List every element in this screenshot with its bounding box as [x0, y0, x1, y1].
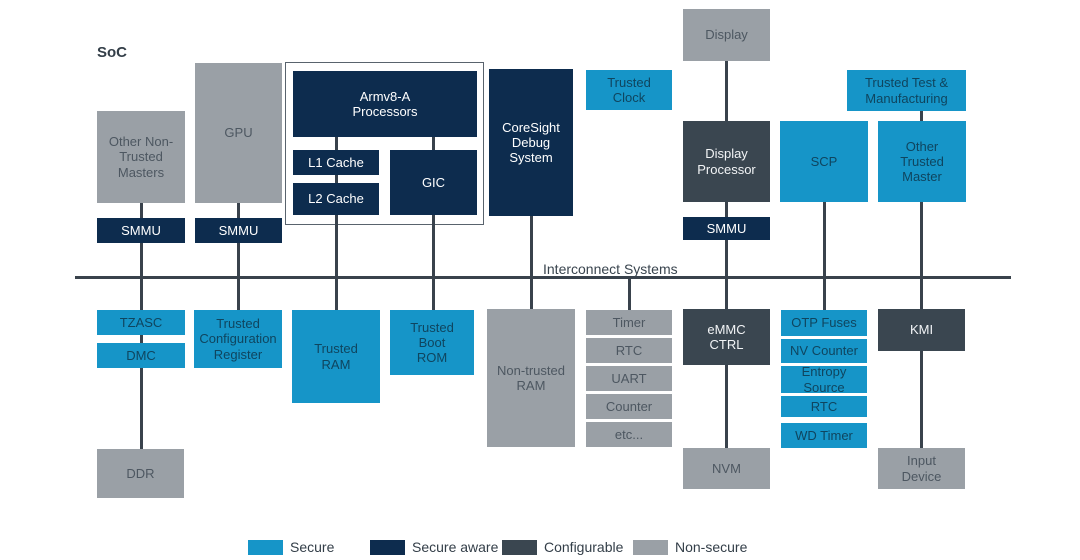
legend-label-non-secure: Non-secure — [675, 539, 748, 555]
connector-line — [920, 202, 923, 309]
node-display: Display — [683, 9, 770, 61]
node-l2-cache: L2 Cache — [293, 183, 379, 215]
node-rtc-peripheral: RTC — [586, 338, 672, 363]
connector-line — [335, 137, 338, 150]
node-trusted-test-manufacturing: Trusted Test & Manufacturing — [847, 70, 966, 111]
connector-line — [335, 215, 338, 310]
connector-line — [823, 202, 826, 310]
node-rtc-secure: RTC — [781, 396, 867, 417]
node-gic: GIC — [390, 150, 477, 215]
node-timer: Timer — [586, 310, 672, 335]
node-armv8-processors: Armv8-A Processors — [293, 71, 477, 137]
connector-line — [725, 240, 728, 309]
node-tzasc: TZASC — [97, 310, 185, 335]
node-coresight-debug-system: CoreSight Debug System — [489, 69, 573, 216]
node-smmu-gpu: SMMU — [195, 218, 282, 243]
connector-line — [725, 365, 728, 448]
node-other-non-trusted-masters: Other Non-Trusted Masters — [97, 111, 185, 203]
connector-line — [432, 137, 435, 150]
node-trusted-ram: Trusted RAM — [292, 310, 380, 403]
node-l1-cache: L1 Cache — [293, 150, 379, 175]
legend-swatch-non-secure — [633, 540, 668, 555]
connector-line — [140, 368, 143, 449]
node-gpu: GPU — [195, 63, 282, 203]
connector-line — [725, 61, 728, 121]
node-kmi: KMI — [878, 309, 965, 351]
connector-line — [237, 203, 240, 218]
node-entropy-source: Entropy Source — [781, 364, 867, 395]
node-other-trusted-master: Other Trusted Master — [878, 121, 966, 202]
node-scp: SCP — [780, 121, 868, 202]
node-trusted-configuration-register: Trusted Configuration Register — [194, 310, 282, 368]
interconnect-label: Interconnect Systems — [543, 261, 678, 277]
connector-line — [432, 215, 435, 310]
legend-swatch-secure — [248, 540, 283, 555]
node-dmc: DMC — [97, 343, 185, 368]
legend-swatch-configurable — [502, 540, 537, 555]
node-input-device: Input Device — [878, 448, 965, 489]
legend-label-secure: Secure — [290, 539, 335, 555]
node-nv-counter: NV Counter — [781, 339, 867, 363]
node-nvm: NVM — [683, 448, 770, 489]
node-emmc-ctrl: eMMC CTRL — [683, 309, 770, 365]
node-wd-timer: WD Timer — [781, 423, 867, 448]
node-ddr: DDR — [97, 449, 184, 498]
node-smmu-masters: SMMU — [97, 218, 185, 243]
connector-line — [140, 335, 143, 343]
node-counter: Counter — [586, 394, 672, 419]
node-non-trusted-ram: Non-trusted RAM — [487, 309, 575, 447]
node-trusted-boot-rom: Trusted Boot ROM — [390, 310, 474, 375]
connector-line — [725, 202, 728, 217]
connector-line — [140, 203, 143, 218]
legend-label-secure-aware: Secure aware — [412, 539, 499, 555]
node-uart: UART — [586, 366, 672, 391]
connector-line — [628, 277, 631, 310]
node-smmu-display: SMMU — [683, 217, 770, 240]
connector-line — [335, 175, 338, 185]
legend-swatch-secure-aware — [370, 540, 405, 555]
connector-line — [920, 111, 923, 121]
node-otp-fuses: OTP Fuses — [781, 310, 867, 336]
interconnect-bus-line — [75, 276, 1011, 279]
node-etc: etc... — [586, 422, 672, 447]
legend-label-configurable: Configurable — [544, 539, 624, 555]
node-trusted-clock: Trusted Clock — [586, 70, 672, 110]
node-display-processor: Display Processor — [683, 121, 770, 202]
connector-line — [530, 216, 533, 309]
connector-line — [920, 351, 923, 448]
soc-title: SoC — [97, 44, 127, 61]
